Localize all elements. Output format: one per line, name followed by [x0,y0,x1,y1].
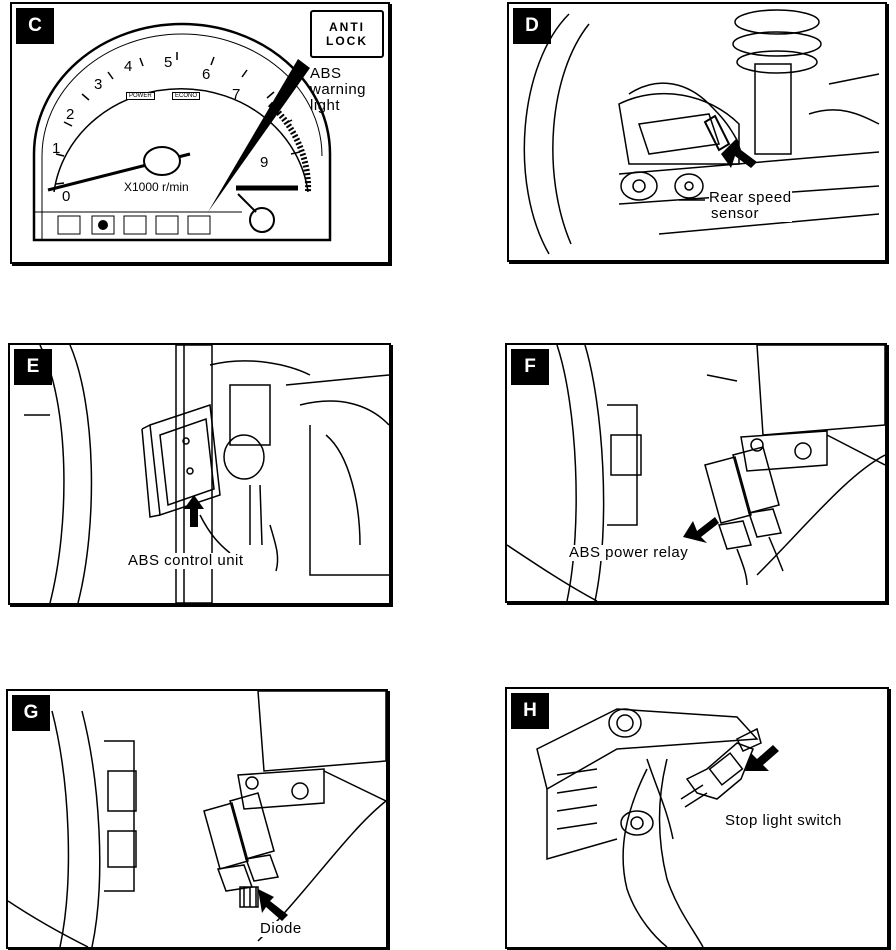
tick-9: 9 [260,154,269,171]
panel-h-stop-light-switch: H Stop light switch [505,687,889,949]
abs-control-unit-label: ABS control unit [128,552,244,569]
rear-suspension-drawing [523,9,880,255]
tick-2: 2 [66,106,75,123]
control-unit-drawing [24,345,389,603]
tick-1: 1 [52,140,61,157]
rpm-unit-label: X1000 r/min [124,180,189,194]
anti-lock-indicator: ANTI LOCK [310,10,384,58]
panel-g-diode: G Diode [6,689,388,949]
rear-speed-sensor-label: Rear speed sensor [709,190,792,222]
tick-4: 4 [124,58,133,75]
rear-speed-sensor-line1: Rear speed [709,189,792,206]
rear-speed-sensor-line2: sensor [711,205,760,222]
stop-light-switch-label: Stop light switch [725,812,842,829]
panel-d-letter: D [513,8,551,44]
panel-f-abs-power-relay: F ABS power relay [505,343,887,603]
tick-5: 5 [164,54,173,71]
brake-pedal-drawing [536,708,779,947]
panel-d-rear-speed-sensor: D Rear speed sensor [507,2,887,262]
tick-0: 0 [62,188,71,205]
panel-e-letter: E [14,349,52,385]
tachometer-drawing [32,22,332,242]
power-relay-drawing [507,345,885,601]
abs-power-relay-label: ABS power relay [569,544,689,561]
abs-warning-light-label: ABS warning light [310,66,366,114]
panel-g-letter: G [12,695,50,731]
panel-f-letter: F [511,349,549,385]
tick-7: 7 [232,86,241,103]
power-mode-indicator: POWER [126,92,155,100]
panel-h-letter: H [511,693,549,729]
anti-lock-line1: ANTI [329,20,365,34]
tick-6: 6 [202,66,211,83]
panel-c-letter: C [16,8,54,44]
abs-warning-line1: ABS [310,65,342,82]
panel-e-abs-control-unit: E ABS control unit [8,343,391,605]
abs-warning-line2: warning [310,81,367,98]
tick-3: 3 [94,76,103,93]
diode-label: Diode [260,920,302,937]
diode-drawing [8,691,386,947]
panel-c-tachometer: C [10,2,390,264]
anti-lock-line2: LOCK [326,34,368,48]
econo-mode-indicator: ECONO [172,92,201,100]
abs-warning-line3: light [310,97,341,114]
